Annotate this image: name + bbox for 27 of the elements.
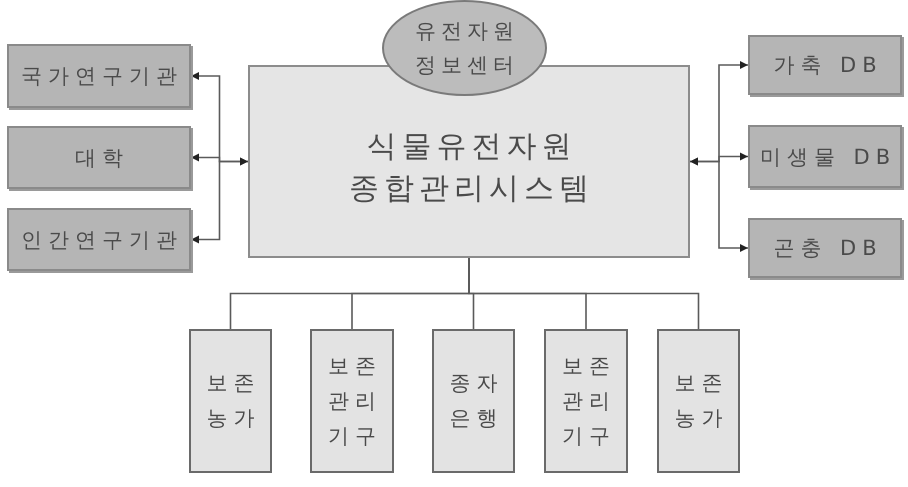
node-label: 미생물 DB (758, 144, 896, 170)
database-box (748, 218, 902, 278)
node-label: 보존관리기구 (561, 352, 617, 450)
node-label: 보존관리기구 (327, 352, 383, 450)
node-label: 곤충 DB (772, 235, 883, 262)
database-box (748, 35, 902, 95)
node-label: 보존농가 (206, 370, 262, 432)
connector-line (468, 258, 700, 329)
node-label: 가축 DB (772, 52, 883, 79)
institution-box (7, 126, 191, 189)
organization-box (432, 329, 515, 473)
organization-box (189, 329, 272, 473)
node-label: 대학 (74, 144, 129, 172)
institution-box (7, 44, 191, 108)
double-arrow (690, 158, 748, 252)
institution-box (7, 208, 191, 271)
node-label: 인간연구기관 (20, 226, 183, 254)
organization-box (657, 329, 740, 473)
node-label: 식물유전자원 종합관리시스템 (348, 128, 595, 208)
double-arrow (191, 158, 248, 244)
organization-box (544, 329, 628, 473)
node-label: 유전자원 정보센터 (414, 18, 520, 79)
organization-box (310, 329, 394, 473)
node-label: 종자은행 (448, 370, 504, 432)
node-label: 보존농가 (674, 370, 730, 432)
node-label: 국가연구기관 (20, 63, 183, 90)
database-box (748, 125, 902, 188)
